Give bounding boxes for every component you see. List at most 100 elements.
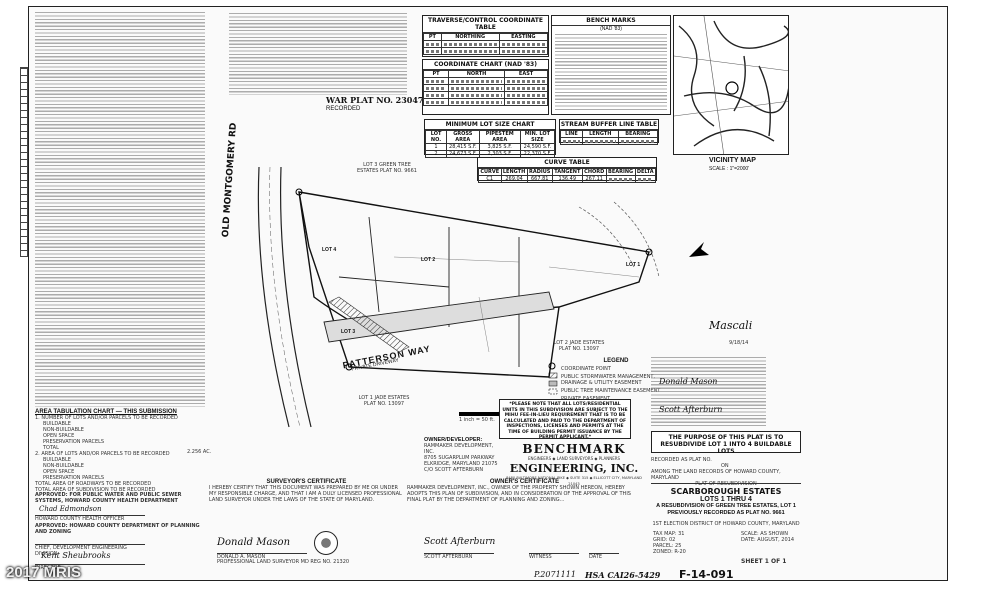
surveyor-role: PROFESSIONAL LAND SURVEYOR MD REG NO. 21… xyxy=(217,559,350,565)
middle-notes xyxy=(229,13,407,95)
surveyor-title: SURVEYOR'S CERTIFICATE xyxy=(266,479,347,485)
adjacent-lot3: LOT 3 GREEN TREE ESTATES PLAT NO. 9661 xyxy=(357,162,417,174)
area-row: PRESERVATION PARCELS xyxy=(43,475,105,481)
file-number: F-14-091 xyxy=(679,568,734,581)
area-row: OPEN SPACE xyxy=(43,433,75,439)
subdivision-name: SCARBOROUGH ESTATES xyxy=(670,487,782,496)
signature-mason-top: Donald Mason xyxy=(659,377,718,386)
owner-line: C/O SCOTT AFTERBURN xyxy=(424,467,484,473)
health-approval: APPROVED: FOR PUBLIC WATER AND PUBLIC SE… xyxy=(35,492,182,504)
engineer-name: BENCHMARK xyxy=(522,442,626,456)
owner-sign-name: SCOTT AFTERBURN xyxy=(424,553,494,560)
war-plat-number: WAR PLAT NO. 23047 xyxy=(326,95,424,105)
owner-certificate: OWNER'S CERTIFICATE RAMMAKER DEVELOPMENT… xyxy=(407,479,642,523)
parcel: PARCEL: 25 xyxy=(653,543,682,549)
owner-line: ELKRIDGE, MARYLAND 21075 xyxy=(424,461,498,467)
col-east: EAST xyxy=(504,70,548,78)
recorded-block: RECORDED AS PLAT NO. ON AMONG THE LAND R… xyxy=(651,457,801,484)
plat-sheet: WAR PLAT NO. 23047 RECORDED TRAVERSE/CON… xyxy=(20,6,948,581)
area-title: AREA TABULATION CHART — THIS SUBMISSION xyxy=(35,409,177,415)
area-row: TOTAL AREA OF SUBDIVISION TO BE RECORDED xyxy=(35,487,156,493)
legend-item: PUBLIC STORMWATER MANAGEMENT, DRAINAGE &… xyxy=(561,374,656,386)
title-desc: A RESUBDIVISION OF GREEN TREE ESTATES, L… xyxy=(656,503,796,516)
area-row: BUILDABLE xyxy=(43,421,71,427)
owner-title: OWNER/DEVELOPER: xyxy=(424,437,483,443)
engineer-sub: ENGINEERING, INC. xyxy=(509,462,639,475)
signature-director: Kent Sheubrooks xyxy=(41,551,111,560)
recorded-line: AMONG THE LAND RECORDS OF HOWARD COUNTY,… xyxy=(651,469,781,481)
area-row: NON-BUILDABLE xyxy=(43,463,84,469)
cell: 667.81 xyxy=(526,175,553,183)
witness-label: WITNESS xyxy=(529,553,579,560)
engineer-block: BENCHMARK ENGINEERS ◆ LAND SURVEYORS ◆ P… xyxy=(504,442,644,487)
min-lot-title: MINIMUM LOT SIZE CHART xyxy=(425,120,555,130)
legend-item: PUBLIC TREE MAINTENANCE EASEMENT xyxy=(561,388,661,394)
adjacent-jade-lot1: LOT 1 JADE ESTATES PLAT NO. 13097 xyxy=(358,395,410,407)
signature-mascali: Mascali xyxy=(709,319,753,332)
grid: GRID: 02 xyxy=(653,537,676,543)
site-plan-drawing xyxy=(257,166,709,428)
watermark: 2017 MRIS xyxy=(6,564,82,581)
signature-mason: Donald Mason xyxy=(217,537,291,548)
owner-cert-title: OWNER'S CERTIFICATE xyxy=(489,479,560,485)
surveyor-certificate: SURVEYOR'S CERTIFICATE I HEREBY CERTIFY … xyxy=(209,479,404,523)
engineer-tag: ENGINEERS ◆ LAND SURVEYORS ◆ PLANNERS xyxy=(527,456,621,461)
owner-developer: OWNER/DEVELOPER: RAMMAKER DEVELOPMENT, I… xyxy=(424,437,502,473)
bench-marks-title: BENCH MARKS xyxy=(552,16,670,26)
col-northing: NORTHING xyxy=(440,33,500,41)
lot-3-label: LOT 3 xyxy=(341,329,356,335)
area-acres: 2.256 AC. xyxy=(187,449,212,455)
district: 1ST ELECTION DISTRICT OF HOWARD COUNTY, … xyxy=(652,521,800,527)
surveyor-name: DONALD A. MASON xyxy=(217,553,307,560)
vicinity-title: VICINITY MAP xyxy=(709,157,756,164)
planning-approval: APPROVED: HOWARD COUNTY DEPARTMENT OF PL… xyxy=(35,523,200,535)
zoned: ZONED: R-20 xyxy=(653,549,686,555)
minimum-lot-size-chart: MINIMUM LOT SIZE CHART LOT NO.GROSS AREA… xyxy=(424,119,556,158)
general-notes xyxy=(35,12,205,407)
cell: 136.49 xyxy=(551,175,583,183)
recorded-label: RECORDED xyxy=(326,106,361,112)
area-tabulation: AREA TABULATION CHART — THIS SUBMISSION … xyxy=(35,409,205,493)
owner-line: RAMMAKER DEVELOPMENT, INC. xyxy=(424,443,494,455)
curve-title: CURVE TABLE xyxy=(478,158,656,168)
area-row: NON-BUILDABLE xyxy=(43,427,84,433)
col-north: NORTH xyxy=(447,70,506,78)
owner-cert-text: RAMMAKER DEVELOPMENT, INC., OWNER OF THE… xyxy=(407,485,631,503)
health-officer-label: HOWARD COUNTY HEALTH OFFICER xyxy=(35,515,145,522)
tax-map: TAX MAP: 31 xyxy=(653,531,685,537)
area-row: 1. NUMBER OF LOTS AND/OR PARCELS TO BE R… xyxy=(35,415,178,421)
lot-2-label: LOT 2 xyxy=(421,257,436,263)
owner-line: 8705 SUGARPLUM PARKWAY xyxy=(424,455,495,461)
signature-afterburn-top: Scott Afterburn xyxy=(659,405,723,414)
bench-marks: BENCH MARKS (NAD '83) xyxy=(551,15,671,115)
col-easting: EASTING xyxy=(498,33,549,41)
lot-1-label: LOT 1 xyxy=(626,262,641,268)
director-label: DIRECTOR xyxy=(35,564,145,571)
mihu-note: *PLEASE NOTE THAT ALL LOTS/RESIDENTIAL U… xyxy=(499,399,631,440)
adjacent-jade-lot2: LOT 2 JADE ESTATES PLAT NO. 13097 xyxy=(553,340,605,352)
area-row: BUILDABLE xyxy=(43,457,71,463)
owner-date-label: DATE xyxy=(589,553,619,560)
title-label: PLAT OF RESUBDIVISION xyxy=(695,481,757,487)
signature-date: 9/18/14 xyxy=(729,340,749,346)
lots-label: LOTS 1 THRU 4 xyxy=(700,496,752,503)
traverse-title: TRAVERSE/CONTROL COORDINATE TABLE xyxy=(423,16,548,33)
vicinity-map-drawing xyxy=(674,16,788,154)
req-notes xyxy=(651,357,766,427)
recorded-on: ON xyxy=(721,463,729,469)
purpose-box: THE PURPOSE OF THIS PLAT IS TO RESUBDIVI… xyxy=(651,431,801,455)
title-block: PLAT OF RESUBDIVISION SCARBOROUGH ESTATE… xyxy=(651,481,801,527)
coordinate-chart-title: COORDINATE CHART (NAD '83) xyxy=(423,60,548,70)
area-row: OPEN SPACE xyxy=(43,469,75,475)
area-row: TOTAL xyxy=(43,445,59,451)
signature-health: Chad Edmondson xyxy=(39,505,102,513)
cell: 269.04 xyxy=(500,175,528,183)
sheet-number: SHEET 1 OF 1 xyxy=(741,558,787,565)
surveyor-text: I HEREBY CERTIFY THAT THIS DOCUMENT WAS … xyxy=(209,485,402,503)
scale-label: 1 inch = 50 ft. xyxy=(459,417,495,423)
cell: 2 xyxy=(424,150,448,158)
footer-ref-1: P.2071111 xyxy=(534,570,576,579)
